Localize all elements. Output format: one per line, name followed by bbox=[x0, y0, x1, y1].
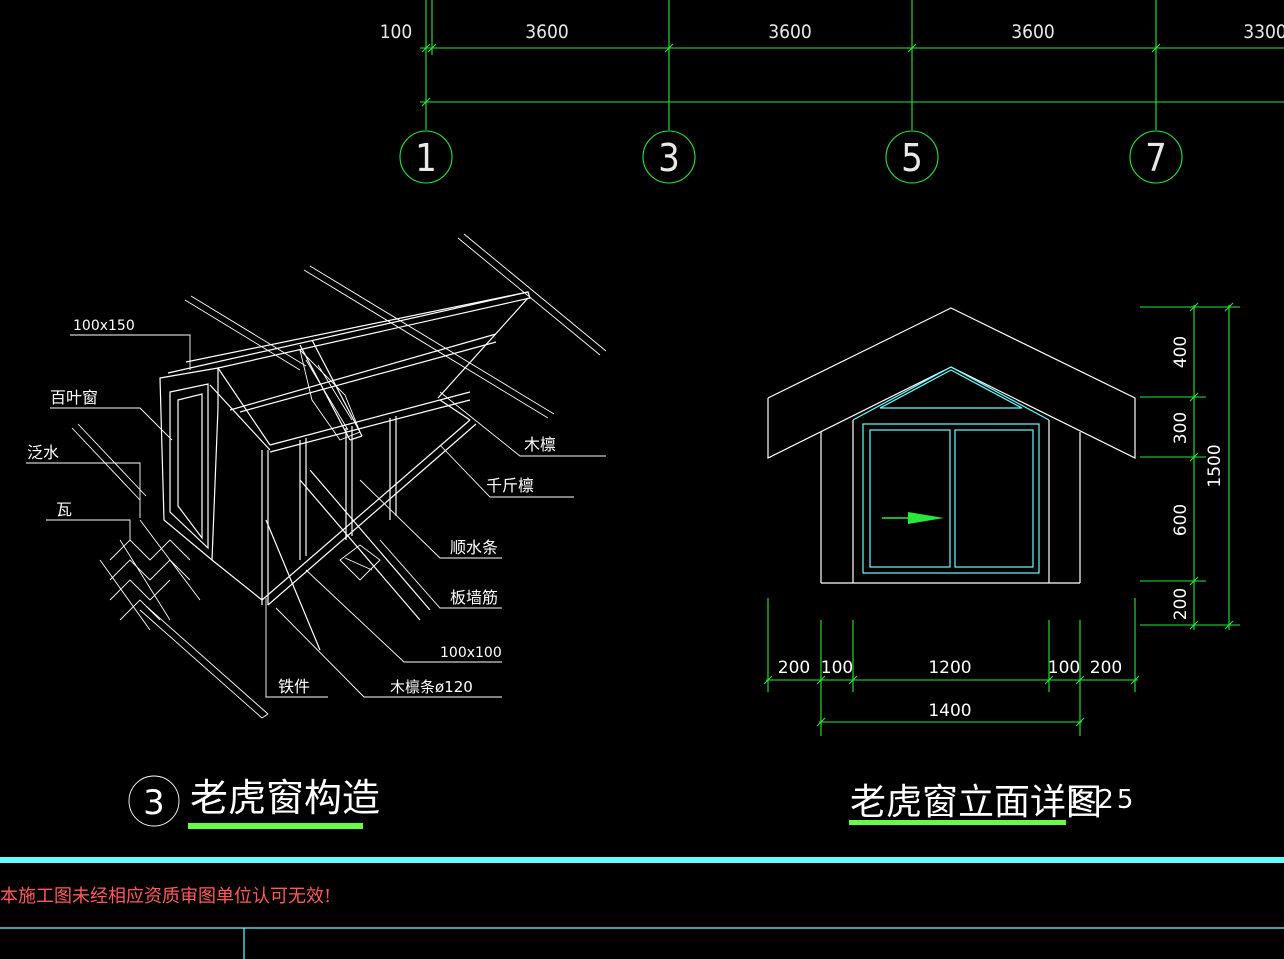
roof-purlins bbox=[71, 233, 607, 719]
detail-number: 3 bbox=[143, 783, 165, 823]
sliding-arrow-icon bbox=[882, 512, 944, 524]
callout-louver: 百叶窗 bbox=[50, 388, 98, 407]
axis-bubble-1[interactable] bbox=[399, 130, 453, 184]
callout-wall-stud: 板墙筋 bbox=[450, 588, 498, 607]
callout-leaders bbox=[26, 334, 606, 698]
elevation-roof bbox=[767, 307, 1136, 459]
elev-hdim-200-right: 200 bbox=[1090, 658, 1122, 678]
approval-notice: 本施工图未经相应资质审图单位认可无效! bbox=[0, 886, 331, 907]
elev-vdim-200: 200 bbox=[1171, 588, 1191, 620]
detail-number-bubble[interactable] bbox=[128, 775, 180, 827]
elevation-title-underline bbox=[849, 820, 1066, 825]
elev-hdim-1200: 1200 bbox=[928, 658, 971, 678]
axis-label-5: 5 bbox=[901, 136, 923, 180]
elev-hdim-100-right: 100 bbox=[1048, 658, 1080, 678]
elev-vdim-400: 400 bbox=[1171, 336, 1191, 368]
top-dim-3600-b: 3600 bbox=[768, 21, 812, 43]
elevation-window bbox=[852, 366, 1050, 574]
axis-label-1: 1 bbox=[415, 136, 437, 180]
elevation-vertical-dims bbox=[1140, 302, 1240, 630]
title-block: 本施工图未经相应资质审图单位认可无效! bbox=[0, 857, 1284, 959]
axis-bubbles: 1 3 5 7 bbox=[399, 130, 1183, 184]
top-dim-3600-a: 3600 bbox=[525, 21, 569, 43]
axis-label-7: 7 bbox=[1145, 136, 1167, 180]
wall-studs bbox=[261, 399, 477, 651]
elev-hdim-100-left: 100 bbox=[821, 658, 853, 678]
callout-100x100: 100x100 bbox=[440, 645, 502, 661]
elev-hdim-total: 1400 bbox=[928, 701, 971, 721]
elevation-walls bbox=[820, 420, 1081, 584]
dormer-construction-drawing: 100x150 百叶窗 泛水 瓦 木檩 千斤檩 顺水条 板墙筋 100x100 … bbox=[26, 233, 607, 829]
callout-flashing: 泛水 bbox=[27, 443, 59, 462]
elev-vdim-300: 300 bbox=[1171, 412, 1191, 444]
louver-window-frame bbox=[159, 367, 271, 605]
dormer-elevation-drawing: 400 300 600 200 1500 200 100 1200 100 20… bbox=[763, 302, 1240, 825]
callout-jack-purlin: 千斤檩 bbox=[486, 476, 534, 495]
elev-vdim-total: 1500 bbox=[1205, 444, 1225, 487]
callout-100x150: 100x150 bbox=[73, 318, 135, 334]
roof-tiles bbox=[99, 519, 201, 631]
elevation-horizontal-dims bbox=[763, 598, 1140, 736]
top-dimension-strip: 100 3600 3600 3600 3300 bbox=[380, 0, 1284, 130]
wood-blocks bbox=[299, 348, 381, 581]
axis-bubble-5[interactable] bbox=[885, 130, 939, 184]
callout-tile: 瓦 bbox=[56, 500, 72, 519]
elevation-title: 老虎窗立面详图 bbox=[850, 782, 1102, 823]
callout-iron-fitting: 铁件 bbox=[278, 677, 310, 696]
top-dim-100: 100 bbox=[380, 21, 413, 43]
top-dim-3300: 3300 bbox=[1243, 21, 1284, 43]
axis-bubble-3[interactable] bbox=[642, 130, 696, 184]
detail-3-title: 老虎窗构造 bbox=[190, 776, 380, 820]
dimension-ticks bbox=[421, 43, 1161, 107]
callout-wood-purlin: 木檩 bbox=[524, 435, 556, 454]
callout-counter-batten: 顺水条 bbox=[450, 538, 498, 557]
elevation-scale: 1:25 bbox=[1066, 785, 1136, 815]
axis-bubble-7[interactable] bbox=[1129, 130, 1183, 184]
top-dim-3600-c: 3600 bbox=[1011, 21, 1055, 43]
title-block-border-thick bbox=[0, 857, 1284, 863]
dormer-roof bbox=[167, 291, 531, 453]
axis-label-3: 3 bbox=[658, 136, 680, 180]
callout-purlin-120: 木檩条ø120 bbox=[390, 678, 473, 696]
detail-3-title-underline bbox=[188, 823, 363, 829]
elev-vdim-600: 600 bbox=[1171, 504, 1191, 536]
elev-hdim-200-left: 200 bbox=[778, 658, 810, 678]
